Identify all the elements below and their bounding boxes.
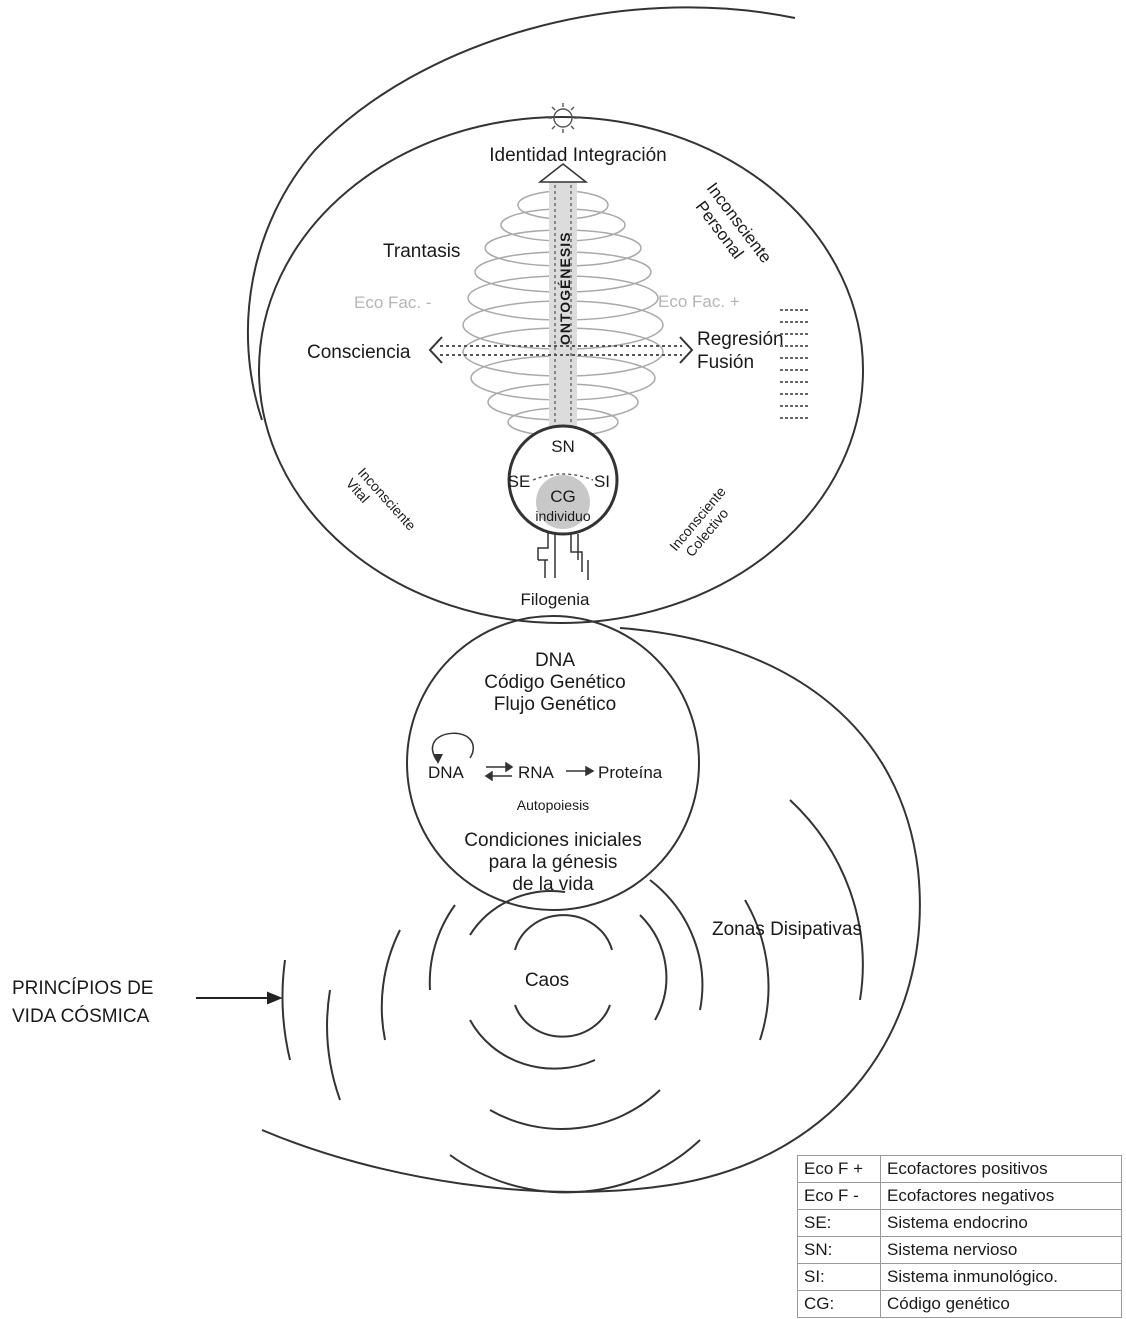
eco-pos-label: Eco Fac. + — [658, 292, 740, 311]
genetic-code-core — [536, 475, 590, 529]
legend-row: Eco F - Ecofactores negativos — [797, 1182, 1122, 1210]
caos-label: Caos — [525, 970, 569, 991]
middle-codigo-genetico: Código Genético — [484, 672, 626, 693]
flow-rna-label: RNA — [518, 763, 555, 782]
consciencia-arrowhead — [428, 336, 443, 364]
sun-icon — [548, 103, 578, 133]
middle-dna-title: DNA — [535, 650, 575, 671]
filogenia-roots-icon — [537, 532, 589, 580]
legend-row: SN: Sistema nervioso — [797, 1236, 1122, 1264]
autopoiesis-label: Autopoiesis — [517, 797, 589, 813]
transcription-arrows — [484, 761, 514, 782]
dna-replication-loop — [431, 732, 474, 763]
legend-desc: Código genético — [880, 1290, 1122, 1318]
individuo-label: individuo — [535, 508, 590, 524]
se-si-link — [532, 473, 594, 481]
consciencia-label: Consciencia — [307, 342, 411, 363]
conditions-line1: Condiciones iniciales — [464, 830, 641, 851]
legend-abbr: Eco F - — [797, 1182, 881, 1210]
middle-circle — [406, 615, 700, 911]
eco-neg-label: Eco Fac. - — [354, 293, 431, 312]
principles-line1: PRINCÍPIOS DE — [12, 978, 153, 999]
fusion-label: Fusión — [697, 352, 754, 373]
legend-row: Eco F + Ecofactores positivos — [797, 1155, 1122, 1183]
flow-dna-label: DNA — [428, 763, 465, 782]
sn-label: SN — [551, 437, 575, 456]
legend-abbr: SI: — [797, 1263, 881, 1291]
conditions-line3: de la vida — [512, 874, 594, 895]
principles-line2: VIDA CÓSMICA — [12, 1005, 150, 1027]
legend-abbr: SE: — [797, 1209, 881, 1237]
translation-arrow — [566, 765, 595, 777]
legend-desc: Sistema inmunológico. — [880, 1263, 1122, 1291]
legend-abbr: Eco F + — [797, 1155, 881, 1183]
identity-integration-label: Identidad Integración — [489, 145, 666, 166]
middle-flujo-genetico: Flujo Genético — [494, 694, 617, 715]
top-circle — [258, 116, 864, 624]
si-label: SI — [594, 472, 610, 491]
se-label: SE — [508, 472, 531, 491]
trantasis-label: Trantasis — [383, 241, 460, 262]
legend-abbr: CG: — [797, 1290, 881, 1318]
filogenia-label: Filogenia — [521, 590, 591, 609]
legend-desc: Sistema nervioso — [880, 1236, 1122, 1264]
conditions-line2: para la génesis — [489, 852, 618, 873]
cg-label: CG — [550, 487, 576, 506]
legend-row: CG: Código genético — [797, 1290, 1122, 1318]
legend-desc: Ecofactores positivos — [880, 1155, 1122, 1183]
flow-protein-label: Proteína — [598, 763, 663, 782]
outer-spiral-top-arc — [246, 6, 796, 421]
regresion-dash-stack — [780, 309, 808, 419]
legend-row: SE: Sistema endocrino — [797, 1209, 1122, 1237]
principles-arrow — [196, 991, 283, 1005]
outer-spiral-bottom-arc — [261, 627, 921, 1193]
legend-table: Eco F + Ecofactores positivos Eco F - Ec… — [797, 1155, 1122, 1318]
ontogenesis-band — [549, 182, 577, 432]
regresion-label: Regresión — [697, 329, 784, 350]
legend-desc: Ecofactores negativos — [880, 1182, 1122, 1210]
caos-rings — [281, 799, 864, 1194]
regresion-arrowhead — [679, 336, 694, 364]
ontogenesis-label: ONTOGÉNESIS — [557, 232, 573, 345]
legend-abbr: SN: — [797, 1236, 881, 1264]
zonas-disipativas-label: Zonas Disipativas — [712, 919, 862, 940]
legend-row: SI: Sistema inmunológico. — [797, 1263, 1122, 1291]
ontogenesis-arrowhead — [537, 163, 589, 183]
legend-desc: Sistema endocrino — [880, 1209, 1122, 1237]
